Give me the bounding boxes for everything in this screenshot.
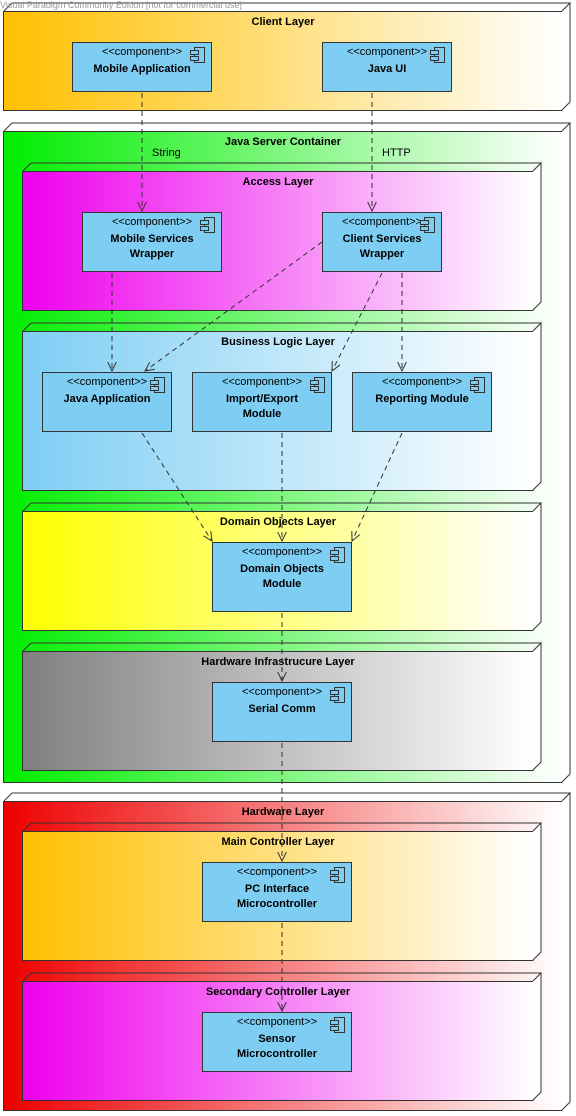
hardware-infrastructure-layer-title: Hardware Infrastrucure Layer: [201, 656, 355, 668]
access-layer-title: Access Layer: [242, 176, 314, 188]
component-name-line2: Wrapper: [359, 248, 405, 260]
mobile-application-component[interactable]: <<component>> Mobile Application: [72, 42, 212, 92]
component-stereotype: <<component>>: [241, 546, 323, 558]
component-stereotype: <<component>>: [111, 216, 193, 228]
component-stereotype: <<component>>: [221, 376, 303, 388]
component-name: Serial Comm: [248, 703, 316, 715]
component-name-line2: Module: [242, 408, 282, 420]
component-name: Mobile Services: [110, 233, 194, 245]
component-stereotype: <<component>>: [236, 866, 318, 878]
component-name: Java Application: [63, 393, 151, 405]
business-logic-layer-title: Business Logic Layer: [221, 336, 335, 348]
component-name: Reporting Module: [375, 393, 469, 405]
component-stereotype: <<component>>: [236, 1016, 318, 1028]
component-icon: [190, 47, 205, 63]
serial-comm-component[interactable]: <<component>> Serial Comm: [212, 682, 352, 742]
component-icon: [310, 377, 325, 393]
java-server-container-title: Java Server Container: [224, 136, 342, 148]
watermark: Visual Paradigm Community Edition [not f…: [0, 0, 242, 10]
component-name-line2: Wrapper: [129, 248, 175, 260]
main-controller-layer-title: Main Controller Layer: [221, 836, 335, 848]
client-services-wrapper-component[interactable]: <<component>> Client Services Wrapper: [322, 212, 442, 272]
component-stereotype: <<component>>: [381, 376, 463, 388]
import-export-module-component[interactable]: <<component>> Import/Export Module: [192, 372, 332, 432]
component-icon: [330, 687, 345, 703]
component-icon: [330, 867, 345, 883]
component-name: PC Interface: [244, 883, 310, 895]
component-icon: [150, 377, 165, 393]
component-stereotype: <<component>>: [101, 46, 183, 58]
domain-objects-module-component[interactable]: <<component>> Domain Objects Module: [212, 542, 352, 612]
component-icon: [430, 47, 445, 63]
component-icon: [200, 217, 215, 233]
client-layer-title: Client Layer: [251, 16, 315, 28]
mobile-services-wrapper-component[interactable]: <<component>> Mobile Services Wrapper: [82, 212, 222, 272]
component-icon: [330, 547, 345, 563]
component-stereotype: <<component>>: [341, 216, 423, 228]
hardware-layer-title: Hardware Layer: [241, 806, 325, 818]
component-icon: [420, 217, 435, 233]
component-name-line2: Module: [262, 578, 302, 590]
domain-objects-layer-title: Domain Objects Layer: [219, 516, 337, 528]
component-icon: [470, 377, 485, 393]
component-icon: [330, 1017, 345, 1033]
component-stereotype: <<component>>: [66, 376, 148, 388]
component-name: Import/Export: [225, 393, 299, 405]
component-name: Mobile Application: [93, 63, 191, 75]
java-application-component[interactable]: <<component>> Java Application: [42, 372, 172, 432]
component-stereotype: <<component>>: [346, 46, 428, 58]
component-name-line2: Microcontroller: [236, 898, 318, 910]
java-ui-component[interactable]: <<component>> Java UI: [322, 42, 452, 92]
component-name: Client Services: [342, 233, 422, 245]
component-name: Domain Objects: [240, 563, 324, 575]
component-name: Java UI: [367, 63, 407, 75]
secondary-controller-layer-title: Secondary Controller Layer: [205, 986, 351, 998]
pc-interface-microcontroller-component[interactable]: <<component>> PC Interface Microcontroll…: [202, 862, 352, 922]
sensor-microcontroller-component[interactable]: <<component>> Sensor Microcontroller: [202, 1012, 352, 1072]
component-name-line2: Microcontroller: [236, 1048, 318, 1060]
reporting-module-component[interactable]: <<component>> Reporting Module: [352, 372, 492, 432]
component-stereotype: <<component>>: [241, 686, 323, 698]
component-name: Sensor: [258, 1033, 296, 1045]
